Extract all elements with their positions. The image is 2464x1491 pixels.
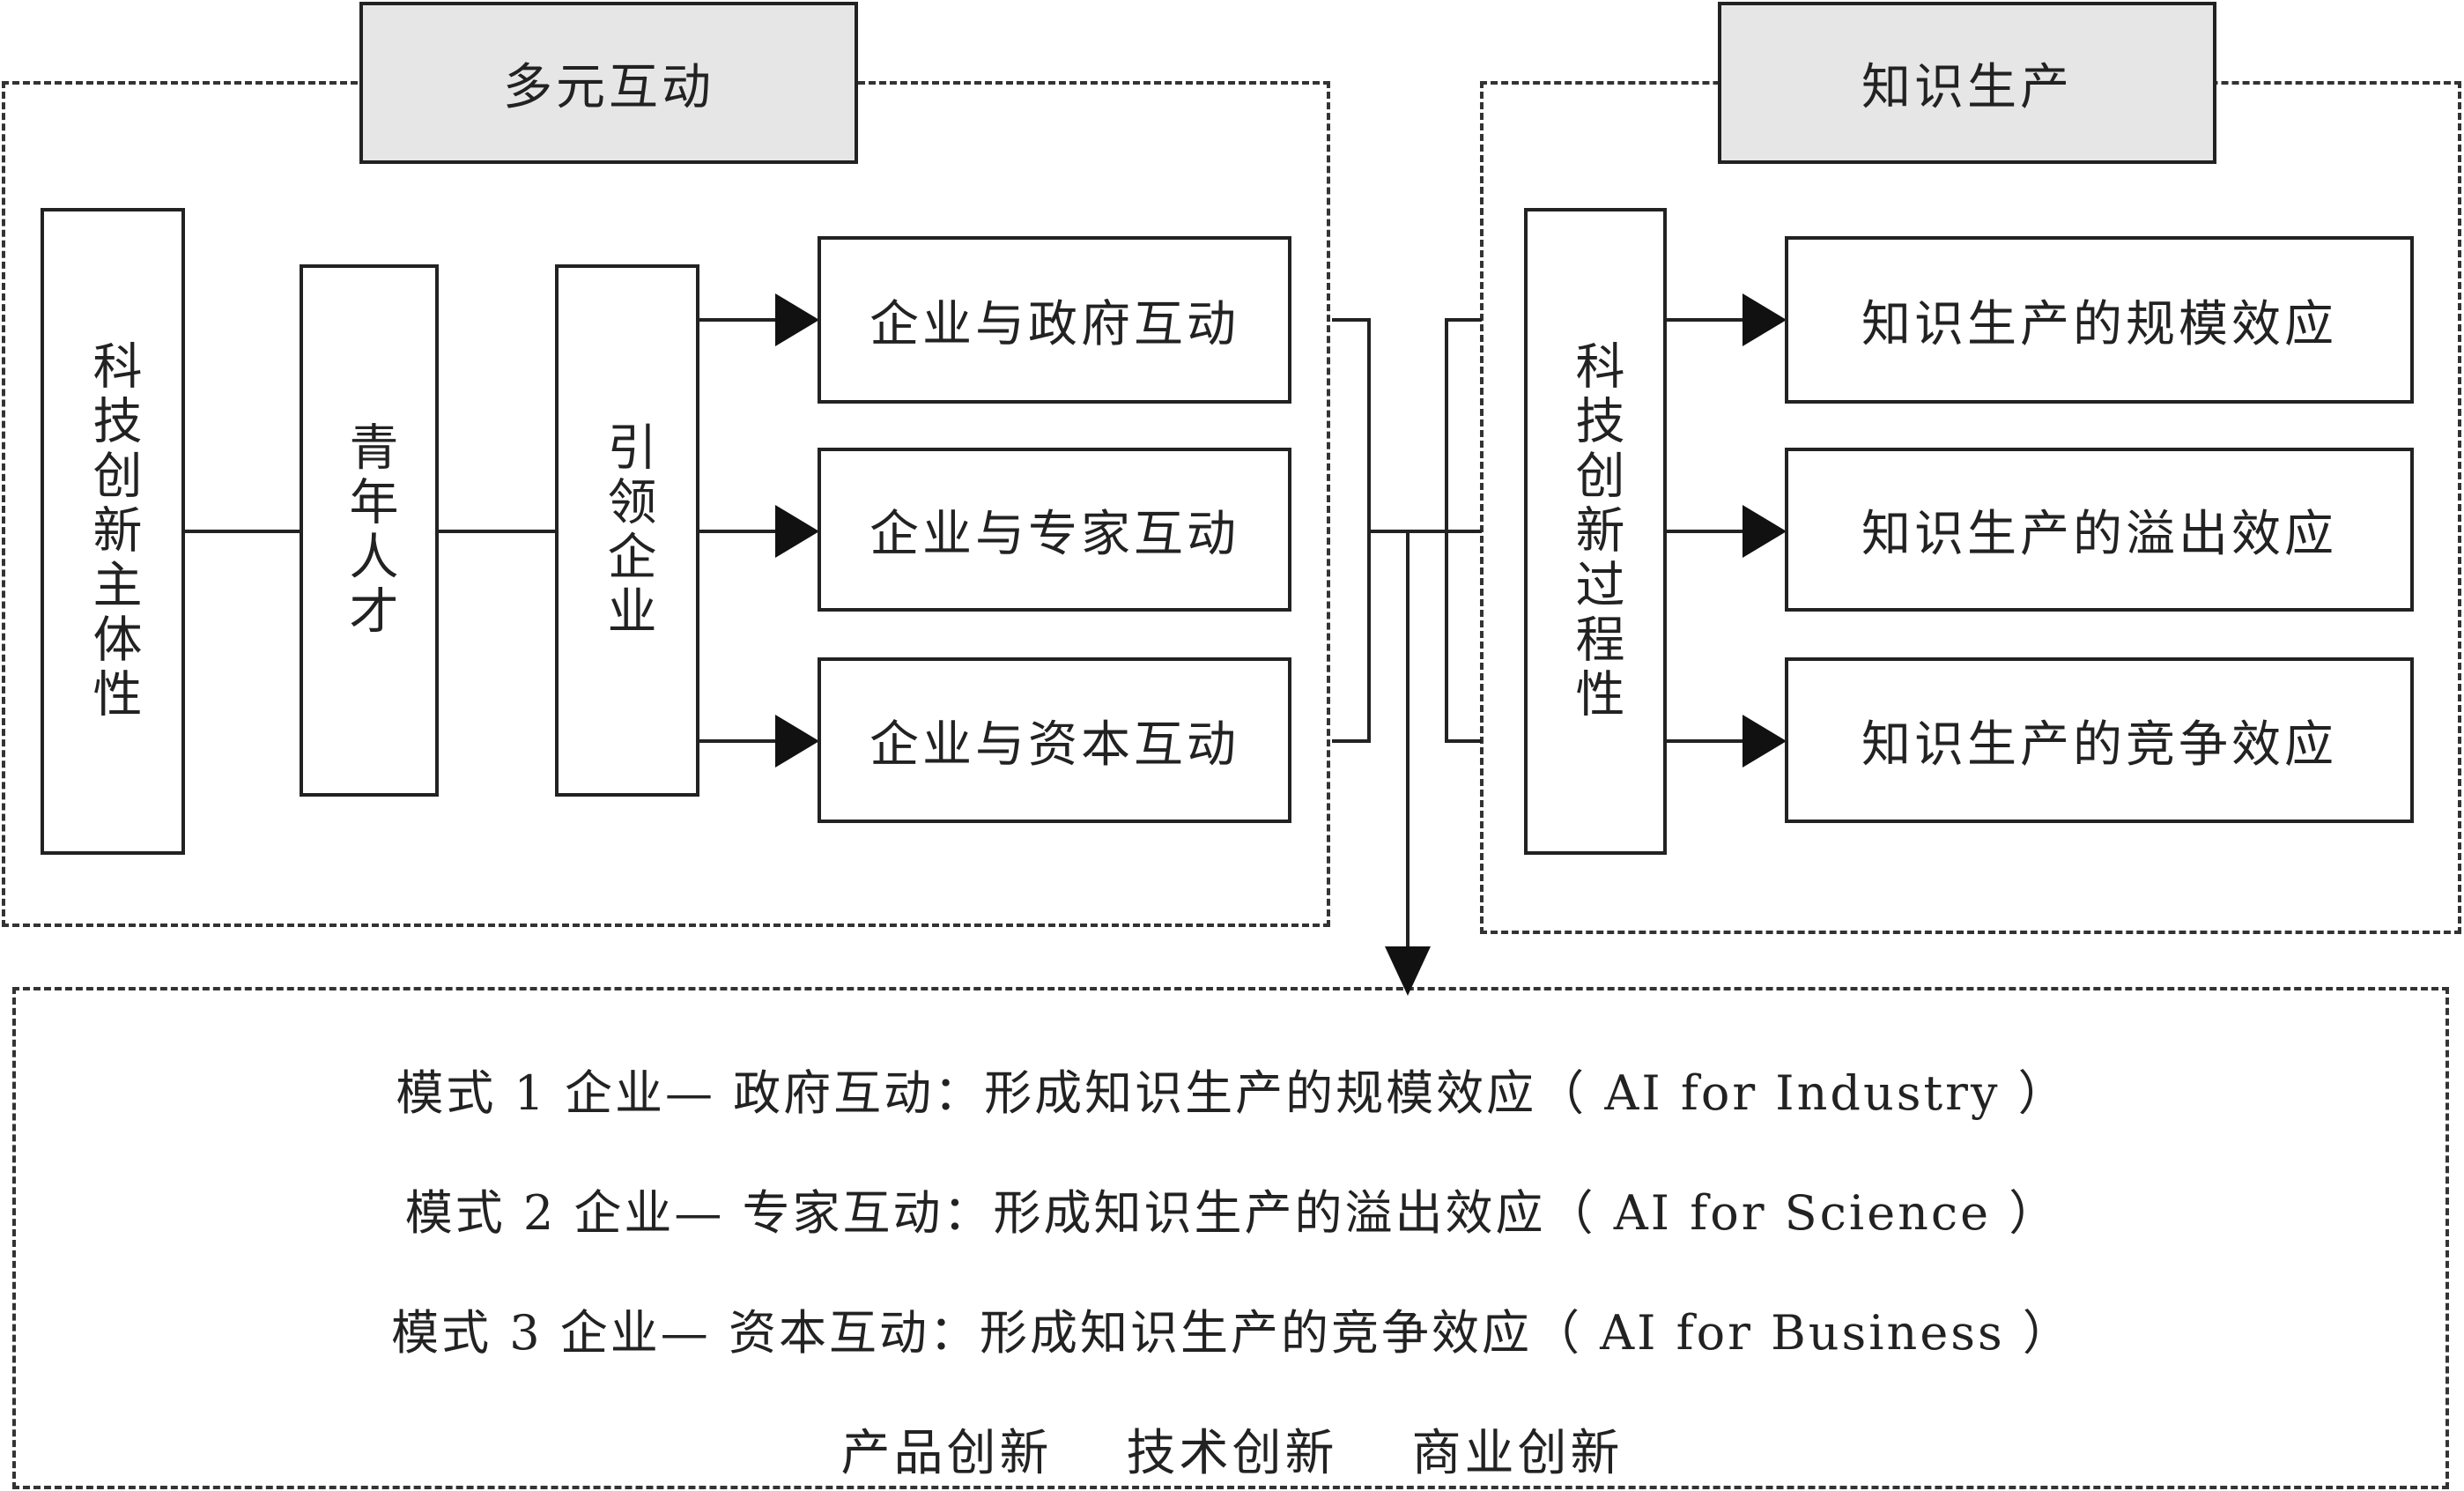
effect-scale-box: 知识生产的规模效应 (1785, 236, 2414, 404)
innovation-row: 产品创新 技术创新 商业创新 (0, 1413, 2464, 1485)
process-box: 科技创新过程性 (1524, 208, 1667, 855)
right-group-header: 知识生产 (1718, 2, 2216, 164)
leading-enterprise-label: 引领企业 (599, 421, 656, 640)
subject-label: 科技创新主体性 (85, 340, 142, 723)
talent-box: 青年人才 (300, 264, 439, 797)
technology-innovation-label: 技术创新 (1126, 1425, 1338, 1482)
arrowhead-capital (775, 715, 819, 768)
left-group-header: 多元互动 (359, 2, 858, 164)
arrowhead-expert (775, 505, 819, 558)
arrowhead-modes (1385, 946, 1431, 996)
effect-spillover-box: 知识生产的溢出效应 (1785, 448, 2414, 612)
modes-frame (12, 987, 2449, 1489)
talent-label: 青年人才 (341, 421, 398, 640)
left-bracket (1332, 318, 1371, 743)
business-innovation-label: 商业创新 (1411, 1425, 1624, 1482)
process-label: 科技创新过程性 (1567, 340, 1624, 723)
product-innovation-label: 产品创新 (840, 1425, 1053, 1482)
arrowhead-spill (1743, 505, 1787, 558)
interaction-government-box: 企业与政府互动 (818, 236, 1291, 404)
arrowhead-compete (1743, 715, 1787, 768)
leading-enterprise-box: 引领企业 (555, 264, 699, 797)
mode-3-line: 模式 3 企业— 资本互动：形成知识生产的竞争效应（ AI for Busine… (391, 1305, 2073, 1361)
arrowhead-gov (775, 293, 819, 346)
effect-competition-box: 知识生产的竞争效应 (1785, 657, 2414, 823)
arrowhead-scale (1743, 293, 1787, 346)
right-bracket (1445, 318, 1482, 743)
mode-2-line: 模式 2 企业— 专家互动：形成知识生产的溢出效应（ AI for Scienc… (404, 1185, 2060, 1241)
subject-box: 科技创新主体性 (41, 208, 185, 855)
interaction-expert-box: 企业与专家互动 (818, 448, 1291, 612)
interaction-capital-box: 企业与资本互动 (818, 657, 1291, 823)
mode-1-line: 模式 1 企业— 政府互动：形成知识生产的规模效应（ AI for Indust… (396, 1065, 2068, 1121)
